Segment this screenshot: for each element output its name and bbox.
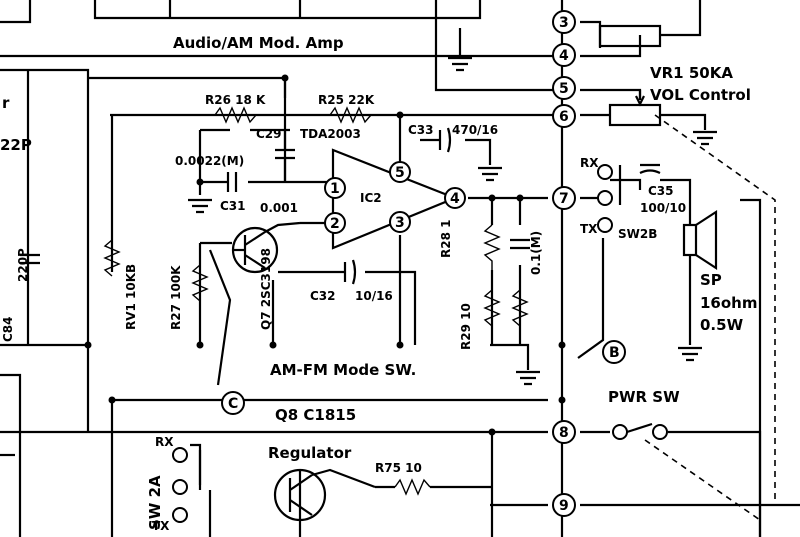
pwr-sw-label: PWR SW (608, 388, 680, 406)
c-01-capacitor (510, 238, 530, 250)
left-partial-220p: 220P (16, 248, 30, 282)
vr1-desc: VOL Control (650, 86, 751, 104)
ic-pin-2: 2 (330, 216, 340, 232)
svg-text:B: B (609, 345, 620, 361)
ground-symbols (188, 56, 717, 386)
connector-pins: 3 4 5 6 7 8 9 (552, 10, 576, 517)
ic-pin-4: 4 (450, 191, 460, 207)
vr1-top-pot (598, 24, 662, 48)
title-audio-am-mod-amp: Audio/AM Mod. Amp (173, 34, 344, 52)
regulator-label: Regulator (268, 444, 352, 462)
sw2a-label: SW 2A (146, 475, 164, 530)
left-partial-22p: 22P (0, 136, 32, 154)
c33-capacitor (438, 127, 452, 153)
r28-resistor (483, 224, 501, 270)
c35-capacitor (639, 163, 661, 174)
q8-label: Q8 C1815 (275, 406, 356, 424)
q8-transistor (273, 468, 376, 522)
ic-pin-3: 3 (395, 215, 405, 231)
r29-label: R29 10 (459, 303, 473, 350)
r75-resistor (394, 478, 431, 496)
marker-c: C (221, 391, 245, 415)
q7-label: Q7 2SC3198 (259, 248, 273, 330)
ic-name-label: TDA2003 (300, 127, 361, 141)
r25-resistor (329, 106, 372, 124)
connector-7: 7 (559, 191, 569, 207)
c84-capacitor (20, 253, 40, 265)
q7-transistor (231, 221, 301, 274)
r75-label: R75 10 (375, 461, 422, 475)
resistors (103, 24, 662, 496)
c31-capacitor (226, 172, 238, 192)
connector-8: 8 (559, 425, 569, 441)
pwr-switch-link (644, 439, 761, 521)
connector-3: 3 (559, 15, 569, 31)
r27-resistor (191, 264, 209, 302)
r26-label: R26 18 K (205, 93, 266, 107)
ic-pins: 1 2 3 4 5 (324, 161, 466, 234)
vr1-pot (608, 103, 662, 127)
c29-capacitor (275, 130, 295, 182)
tx-label-bottom: TX (152, 519, 170, 533)
am-fm-mode-sw-label: AM-FM Mode SW. (270, 361, 416, 379)
sp-ohm: 16ohm (700, 294, 758, 312)
r28-label: R28 1 (439, 220, 453, 258)
connector-5: 5 (559, 81, 569, 97)
vol-pwr-mechanical-link (654, 114, 776, 500)
connector-9: 9 (559, 498, 569, 514)
junction-dots (84, 74, 566, 436)
r26-resistor (214, 106, 257, 124)
connector-6: 6 (559, 109, 569, 125)
c35-value: 100/10 (640, 201, 686, 215)
tx-label-top: TX (580, 222, 598, 236)
ic-pin-5: 5 (395, 165, 405, 181)
svg-text:C: C (228, 396, 238, 412)
c-0022-label: 0.0022(M) (175, 154, 244, 168)
r25-label: R25 22K (318, 93, 375, 107)
r29-resistor (483, 289, 501, 327)
connector-4: 4 (559, 48, 569, 64)
r-extra-resistor (511, 289, 529, 327)
rv1-label: RV1 10KB (124, 264, 138, 330)
c35-name: C35 (648, 184, 674, 198)
rx-label-top: RX (580, 156, 599, 170)
left-partial-c84: C84 (1, 316, 15, 342)
switch-contacts (172, 164, 668, 523)
sp-watt: 0.5W (700, 316, 744, 334)
vr1-label: VR1 50KA (650, 64, 733, 82)
sp-label: SP (700, 271, 722, 289)
c32-capacitor (343, 259, 357, 285)
speaker-icon (682, 209, 718, 271)
c32-value: 10/16 (355, 289, 393, 303)
c33-name: C33 (408, 123, 434, 137)
left-partial-r: r (2, 94, 10, 112)
ic-pin-1: 1 (330, 181, 340, 197)
rx-label-bottom: RX (155, 435, 174, 449)
marker-b: B (602, 340, 626, 364)
sw2b-label: SW2B (618, 227, 657, 241)
c33-value: 470/16 (452, 123, 498, 137)
ic2-label: IC2 (360, 191, 382, 205)
c-0001-label: 0.001 (260, 201, 298, 215)
capacitors (20, 127, 661, 285)
c-01-label: 0.1(M) (529, 231, 543, 275)
c29-label: C29 (256, 127, 282, 141)
c32-name: C32 (310, 289, 336, 303)
c31-label: C31 (220, 199, 246, 213)
r27-label: R27 100K (169, 265, 183, 330)
rv1-resistor (103, 239, 121, 277)
